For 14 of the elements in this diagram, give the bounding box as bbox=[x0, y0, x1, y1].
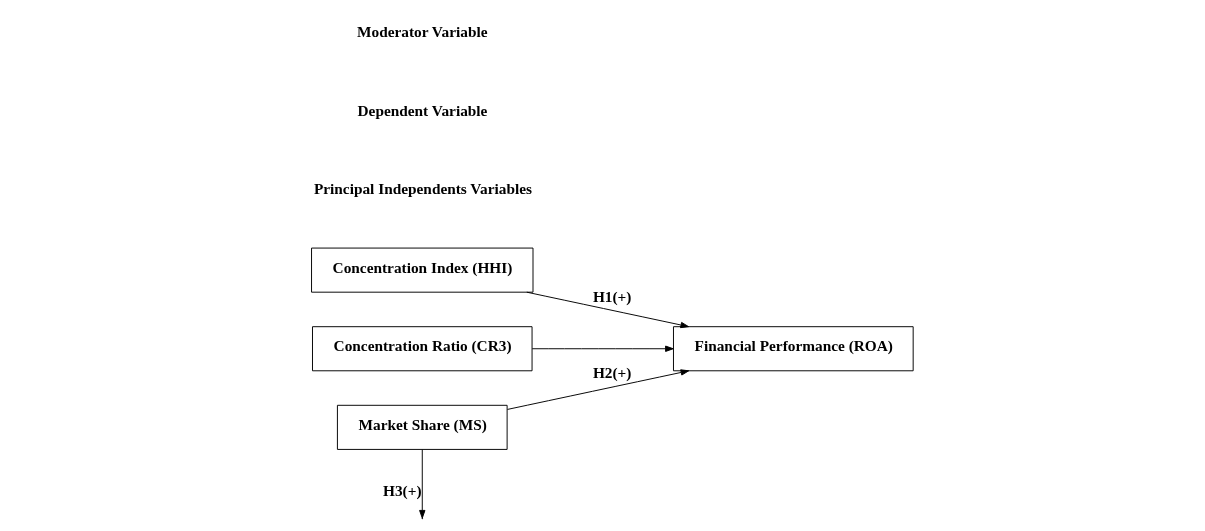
node-box: Concentration Ratio (CR3) bbox=[311, 326, 533, 372]
edge-label: H3(+) bbox=[382, 481, 421, 499]
edge-label: H1(+) bbox=[592, 287, 631, 305]
node-box: Financial Performance (ROA) bbox=[672, 326, 914, 372]
arrow bbox=[531, 345, 674, 352]
node-box: Concentration Index (HHI) bbox=[310, 247, 533, 293]
arrow bbox=[506, 369, 689, 410]
label: Dependent Variable bbox=[357, 101, 487, 119]
label: Principal Independents Variables bbox=[313, 180, 532, 198]
arrow bbox=[418, 449, 425, 519]
arrow bbox=[525, 291, 689, 329]
edge-label: H2(+) bbox=[592, 364, 631, 382]
node-box: Market Share (MS) bbox=[336, 404, 508, 450]
label: Moderator Variable bbox=[356, 22, 487, 40]
